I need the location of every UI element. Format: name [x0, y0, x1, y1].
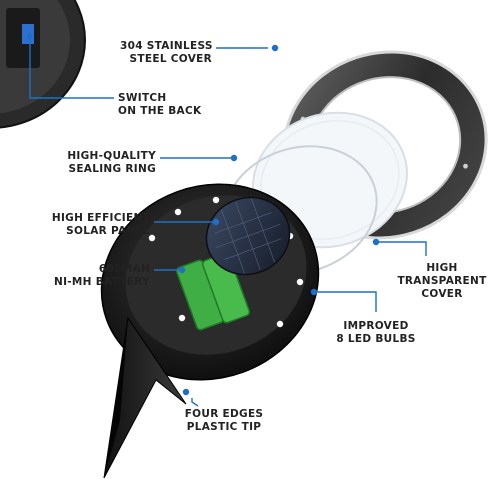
plastic-tip — [103, 316, 187, 479]
label-solar-panel: HIGH EFFICIENT SOLAR PANEL — [51, 212, 150, 237]
label-sealing-ring: HIGH-QUALITY SEALING RING — [67, 150, 156, 175]
battery-pack — [175, 252, 251, 331]
label-transparent-cover: HIGH TRANSPARENT COVER — [397, 262, 487, 300]
label-led-bulbs: IMPROVED 8 LED BULBS — [336, 320, 416, 345]
callout-lines — [29, 36, 427, 407]
label-steel-cover: 304 STAINLESS STEEL COVER — [120, 40, 213, 65]
callout-dots — [27, 33, 380, 396]
solar-panel — [205, 196, 291, 276]
unit-back-view — [0, 0, 86, 129]
label-switch: SWITCH ON THE BACK — [118, 92, 202, 117]
label-battery: 600MAH NI-MH BATTERY — [53, 263, 150, 288]
label-plastic-tip: FOUR EDGES PLASTIC TIP — [184, 408, 264, 433]
